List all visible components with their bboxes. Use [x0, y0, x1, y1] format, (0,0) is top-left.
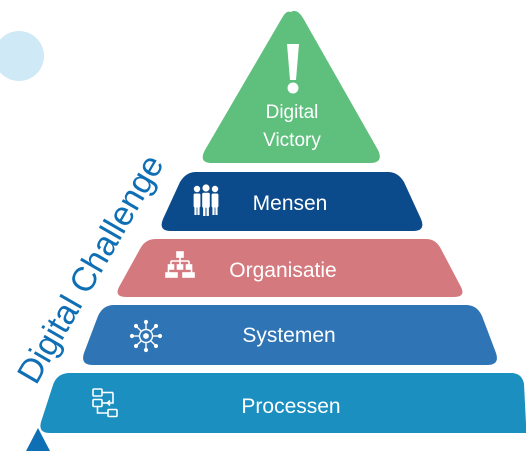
tier-mensen-shape — [161, 172, 423, 231]
tier-processen-shape — [40, 373, 526, 433]
org-chart-icon — [165, 251, 195, 278]
tier-digital-victory-label-line1: Digital — [266, 102, 319, 123]
tier-processen: Processen — [40, 373, 526, 433]
tier-mensen-label: Mensen — [253, 192, 328, 215]
tier-organisatie: Organisatie — [117, 239, 463, 297]
tier-mensen: Mensen — [161, 172, 423, 231]
light-circle-decoration — [0, 31, 44, 81]
circuit-icon — [129, 319, 163, 353]
people-icon — [193, 184, 219, 216]
tier-systemen-label: Systemen — [242, 324, 335, 347]
tier-digital-victory: Digital Victory — [202, 10, 380, 163]
tier-systemen: Systemen — [83, 305, 497, 365]
tier-processen-label: Processen — [241, 395, 340, 418]
exclamation-icon — [287, 44, 299, 94]
tier-organisatie-label: Organisatie — [229, 259, 336, 282]
arrow-head-decoration — [26, 428, 50, 451]
tier-organisatie-shape — [117, 239, 463, 297]
tier-systemen-shape — [83, 305, 497, 365]
process-icon — [92, 388, 118, 418]
tier-digital-victory-label-line2: Victory — [263, 130, 321, 151]
